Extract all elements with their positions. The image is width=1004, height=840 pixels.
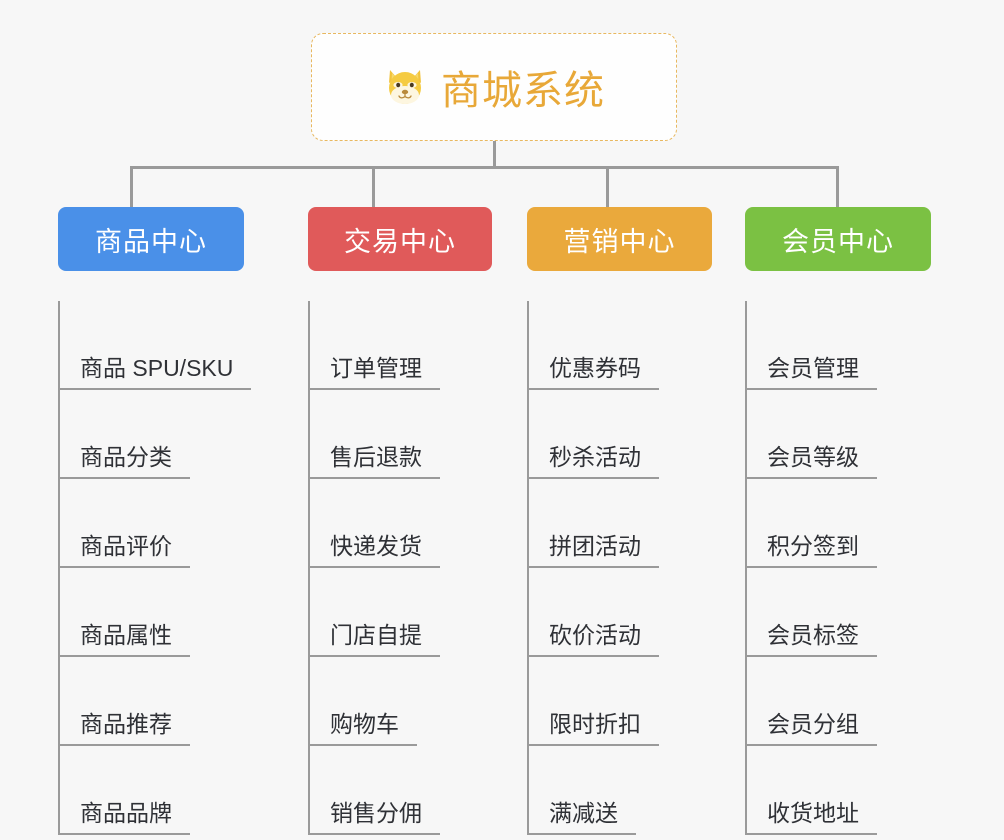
leaf-label: 商品属性 (58, 616, 190, 657)
branch-column-3: 营销中心 优惠券码 秒杀活动 拼团活动 砍价活动 限时折扣 满减送 (527, 207, 712, 835)
connector-drop-1 (130, 166, 133, 209)
list-item[interactable]: 限时折扣 (527, 657, 712, 746)
leaf-label: 商品评价 (58, 527, 190, 568)
list-item[interactable]: 快递发货 (308, 479, 492, 568)
leaf-label: 优惠券码 (527, 349, 659, 390)
connector-drop-4 (836, 166, 839, 209)
leaf-label: 购物车 (308, 705, 417, 746)
leaf-label: 订单管理 (308, 349, 440, 390)
leaf-list-1: 商品 SPU/SKU 商品分类 商品评价 商品属性 商品推荐 商品品牌 (58, 301, 252, 835)
leaf-label: 满减送 (527, 794, 636, 835)
branch-column-1: 商品中心 商品 SPU/SKU 商品分类 商品评价 商品属性 商品推荐 商品品牌 (58, 207, 252, 835)
leaf-label: 会员分组 (745, 705, 877, 746)
leaf-label: 商品推荐 (58, 705, 190, 746)
branch-header-2[interactable]: 交易中心 (308, 207, 492, 271)
list-item[interactable]: 商品属性 (58, 568, 244, 657)
branch-header-4[interactable]: 会员中心 (745, 207, 931, 271)
leaf-label: 会员等级 (745, 438, 877, 479)
leaf-label: 快递发货 (308, 527, 440, 568)
list-item[interactable]: 积分签到 (745, 479, 931, 568)
shiba-dog-emoji (383, 65, 427, 109)
leaf-label: 商品分类 (58, 438, 190, 479)
branch-trunk-2 (308, 301, 310, 835)
leaf-label: 收货地址 (745, 794, 877, 835)
list-item[interactable]: 销售分佣 (308, 746, 492, 835)
connector-root-stem (493, 141, 496, 168)
list-item[interactable]: 门店自提 (308, 568, 492, 657)
branch-trunk-4 (745, 301, 747, 835)
list-item[interactable]: 满减送 (527, 746, 712, 835)
list-item[interactable]: 商品品牌 (58, 746, 244, 835)
leaf-label: 会员标签 (745, 616, 877, 657)
list-item[interactable]: 拼团活动 (527, 479, 712, 568)
leaf-label: 砍价活动 (527, 616, 659, 657)
list-item[interactable]: 收货地址 (745, 746, 931, 835)
leaf-label: 积分签到 (745, 527, 877, 568)
list-item[interactable]: 会员等级 (745, 390, 931, 479)
leaf-label: 门店自提 (308, 616, 440, 657)
leaf-list-4: 会员管理 会员等级 积分签到 会员标签 会员分组 收货地址 (745, 301, 931, 835)
branch-header-3[interactable]: 营销中心 (527, 207, 712, 271)
list-item[interactable]: 售后退款 (308, 390, 492, 479)
connector-drop-3 (606, 166, 609, 209)
list-item[interactable]: 优惠券码 (527, 301, 712, 390)
list-item[interactable]: 商品评价 (58, 479, 244, 568)
connector-drop-2 (372, 166, 375, 209)
list-item[interactable]: 会员管理 (745, 301, 931, 390)
branch-column-4: 会员中心 会员管理 会员等级 积分签到 会员标签 会员分组 收货地址 (745, 207, 931, 835)
list-item[interactable]: 商品分类 (58, 390, 244, 479)
leaf-label: 拼团活动 (527, 527, 659, 568)
leaf-label: 商品 SPU/SKU (58, 349, 252, 390)
list-item[interactable]: 砍价活动 (527, 568, 712, 657)
leaf-label: 销售分佣 (308, 794, 440, 835)
list-item[interactable]: 秒杀活动 (527, 390, 712, 479)
list-item[interactable]: 商品 SPU/SKU (58, 301, 252, 390)
list-item[interactable]: 购物车 (308, 657, 492, 746)
branch-trunk-1 (58, 301, 60, 835)
leaf-list-3: 优惠券码 秒杀活动 拼团活动 砍价活动 限时折扣 满减送 (527, 301, 712, 835)
list-item[interactable]: 会员标签 (745, 568, 931, 657)
root-node[interactable]: 商城系统 (311, 33, 677, 141)
leaf-label: 商品品牌 (58, 794, 190, 835)
root-title: 商城系统 (441, 69, 605, 113)
leaf-label: 限时折扣 (527, 705, 659, 746)
leaf-list-2: 订单管理 售后退款 快递发货 门店自提 购物车 销售分佣 (308, 301, 492, 835)
leaf-label: 秒杀活动 (527, 438, 659, 479)
list-item[interactable]: 订单管理 (308, 301, 492, 390)
leaf-label: 售后退款 (308, 438, 440, 479)
branch-trunk-3 (527, 301, 529, 835)
list-item[interactable]: 商品推荐 (58, 657, 244, 746)
list-item[interactable]: 会员分组 (745, 657, 931, 746)
branch-header-1[interactable]: 商品中心 (58, 207, 244, 271)
branch-column-2: 交易中心 订单管理 售后退款 快递发货 门店自提 购物车 销售分佣 (308, 207, 492, 835)
leaf-label: 会员管理 (745, 349, 877, 390)
connector-horizontal-bus (130, 166, 839, 169)
